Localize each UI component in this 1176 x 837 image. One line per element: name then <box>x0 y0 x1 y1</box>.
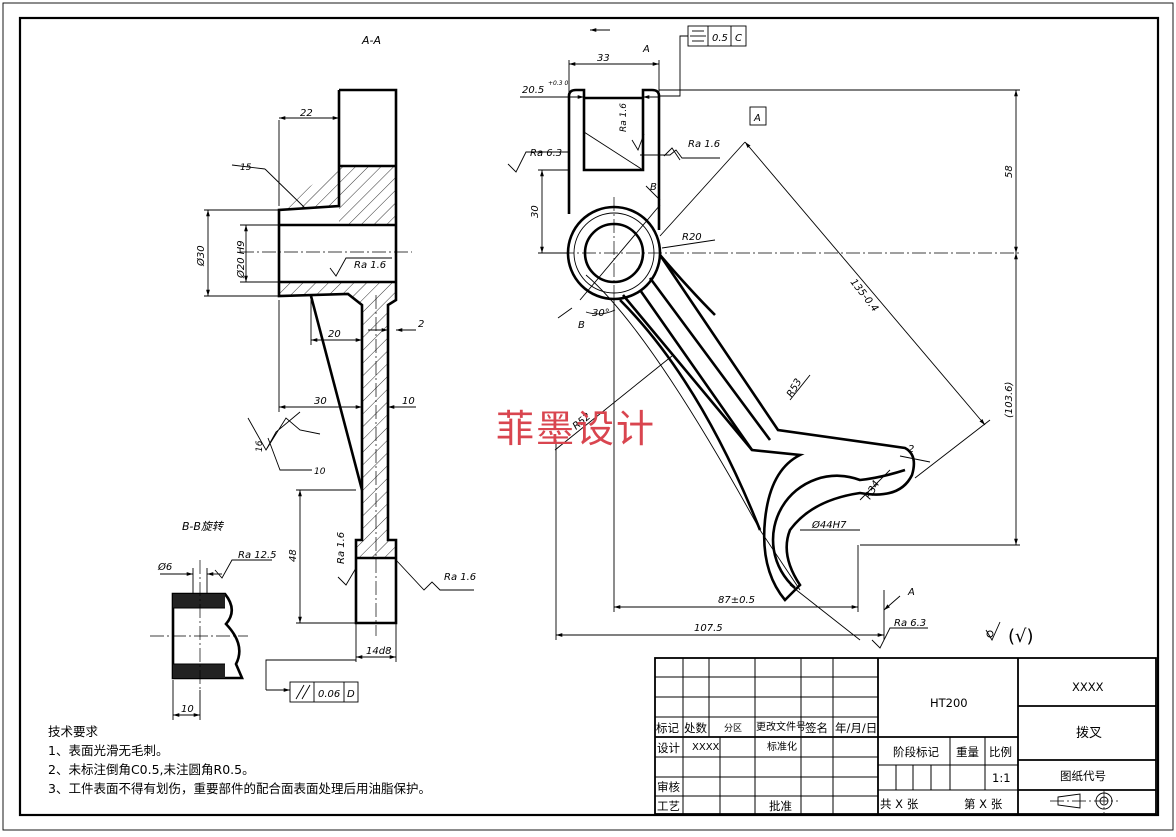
hatch-lower <box>279 282 396 558</box>
bb-top-band <box>173 594 225 608</box>
tech-requirement-item: 2、未标注倒角C0.5,未注圆角R0.5。 <box>48 762 255 777</box>
tb-zone-label: 分区 <box>724 724 743 734</box>
ra-bore: Ra 1.6 <box>354 260 386 271</box>
tb-standard-label: 标准化 <box>767 742 797 753</box>
tb-sheet-no: 第 X 张 <box>964 797 1003 811</box>
tb-company: XXXX <box>1072 680 1104 694</box>
section-view-aa: A-A 22 15 Ø30 Ø20 H9 Ra 1.6 20 2 <box>195 34 476 703</box>
tb-design-label: 设计 <box>657 741 680 755</box>
bb-bottom-band <box>173 664 225 678</box>
dim-phi20h9: Ø20 H9 <box>235 240 247 279</box>
tb-date-label: 年/月/日 <box>835 721 878 735</box>
tb-count-label: 处数 <box>684 721 707 735</box>
tb-weight-label: 重量 <box>956 745 979 759</box>
title-block-grid <box>654 657 1157 815</box>
tb-sign-label: 签名 <box>805 721 828 735</box>
tb-approve-label: 批准 <box>769 799 792 813</box>
tb-process-label: 工艺 <box>657 799 680 813</box>
dim-103-6: (103.6) <box>1004 382 1015 418</box>
tb-scale-label: 比例 <box>989 745 1012 759</box>
ra-foot: Ra 1.6 <box>444 572 476 583</box>
dim-phi30: Ø30 <box>195 245 207 267</box>
tech-requirement-item: 1、表面光滑无毛刺。 <box>48 743 169 758</box>
dim-10-section: 10 <box>402 396 415 407</box>
dim-2-web: 2 <box>418 319 424 330</box>
dim-r34: R34 <box>863 479 882 502</box>
ra-12-5: Ra 12.5 <box>238 550 277 561</box>
view-bb-rotated: B-B旋转 Ø6 Ra 12.5 10 <box>150 520 277 720</box>
view-bb-label: B-B旋转 <box>182 520 225 533</box>
tb-stage-label: 阶段标记 <box>893 745 939 759</box>
dim-30deg: 30° <box>592 308 610 319</box>
ra-left: Ra 6.3 <box>530 148 562 159</box>
inner-frame <box>18 16 1160 817</box>
tb-designer: XXXX <box>692 742 720 753</box>
view-arrow-a-bottom: A <box>907 587 915 598</box>
dim-10-bb: 10 <box>181 704 194 715</box>
main-view-fork: A 0.5 C 33 20.5 +0.3 0 Ra 1.6 Ra 1.6 Ra … <box>507 25 1034 649</box>
dim-phi6: Ø6 <box>157 561 172 573</box>
sym-value: 0.5 <box>712 33 728 44</box>
dim-20: 20 <box>328 329 341 340</box>
view-arrow-a-top: A <box>642 44 650 55</box>
tb-review-label: 审核 <box>657 780 680 794</box>
section-b-top: B <box>650 182 657 193</box>
datum-a: A <box>753 113 761 124</box>
tb-sheets-total: 共 X 张 <box>880 797 919 811</box>
section-b-bottom: B <box>578 320 585 331</box>
ra-fork: Ra 6.3 <box>894 618 926 629</box>
dim-r20: R20 <box>682 232 702 243</box>
dim-30-section: 30 <box>314 396 327 407</box>
tb-mark-label: 标记 <box>656 721 679 735</box>
dim-r53: R53 <box>785 377 804 400</box>
parallel-datum: D <box>347 689 355 700</box>
dim-107-5: 107.5 <box>694 623 723 634</box>
dim-22: 22 <box>300 108 313 119</box>
section-aa-label: A-A <box>361 34 381 47</box>
tb-material: HT200 <box>930 696 968 710</box>
dim-30-fork: 30 <box>530 205 541 218</box>
tech-requirements: 技术要求 1、表面光滑无毛刺。 2、未标注倒角C0.5,未注圆角R0.5。 3、… <box>48 722 431 798</box>
hatch-upper <box>279 166 396 225</box>
dim-33: 33 <box>597 53 610 64</box>
tb-docno-label: 更改文件号 <box>756 722 806 733</box>
watermark: 菲墨设计 <box>496 407 657 451</box>
tech-requirement-item: 3、工件表面不得有划伤，重要部件的配合面表面处理后用油脂保护。 <box>48 781 431 796</box>
dim-chamfer-15: 15 <box>240 163 252 173</box>
dim-20-5: 20.5 <box>522 85 544 96</box>
tb-scale: 1:1 <box>992 771 1011 785</box>
sym-datum: C <box>735 33 742 44</box>
dim-14d8: 14d8 <box>366 646 391 657</box>
parallel-value: 0.06 <box>318 689 340 700</box>
dim-16: 16 <box>255 440 265 452</box>
dim-58: 58 <box>1004 165 1015 178</box>
dim-2-fork: 2 <box>908 444 914 455</box>
dim-48: 48 <box>288 549 299 562</box>
dim-10-symbol: 10 <box>314 467 326 477</box>
dim-20-5-tol: +0.3 0 <box>548 80 568 87</box>
ra-general: (√) <box>1008 626 1034 647</box>
tb-drawing-no-label: 图纸代号 <box>1060 769 1106 783</box>
dim-phi44h7: Ø44H7 <box>811 519 847 531</box>
tech-requirements-title: 技术要求 <box>48 724 99 739</box>
dim-87: 87±0.5 <box>718 595 755 606</box>
ra-slot: Ra 1.6 <box>619 103 629 132</box>
tb-part-name: 拨叉 <box>1076 726 1103 741</box>
ra-slot-right: Ra 1.6 <box>688 139 720 150</box>
ra-web: Ra 1.6 <box>336 532 347 564</box>
